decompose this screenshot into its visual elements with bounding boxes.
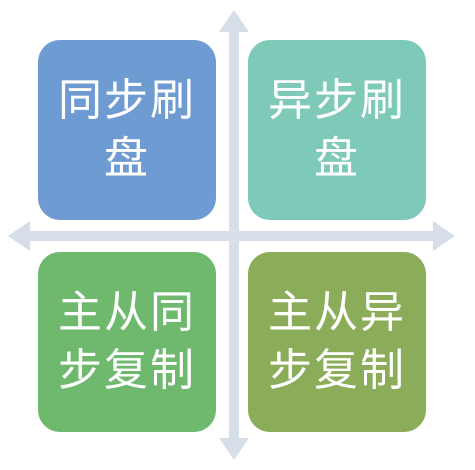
arrow-left	[8, 221, 30, 251]
arrow-up	[219, 10, 249, 32]
quadrant-master-slave-async-replication: 主从异步复制	[248, 252, 426, 432]
arrow-down	[219, 438, 249, 460]
quadrant-label: 主从同步复制	[58, 287, 196, 396]
horizontal-axis	[26, 231, 436, 241]
quadrant-sync-flush: 同步刷盘	[38, 40, 216, 220]
arrow-right	[433, 221, 455, 251]
quadrant-master-slave-sync-replication: 主从同步复制	[38, 252, 216, 432]
quadrant-label: 主从异步复制	[268, 287, 406, 396]
quadrant-label: 同步刷盘	[58, 75, 196, 184]
quadrant-async-flush: 异步刷盘	[248, 40, 426, 220]
quadrant-label: 异步刷盘	[268, 75, 406, 184]
